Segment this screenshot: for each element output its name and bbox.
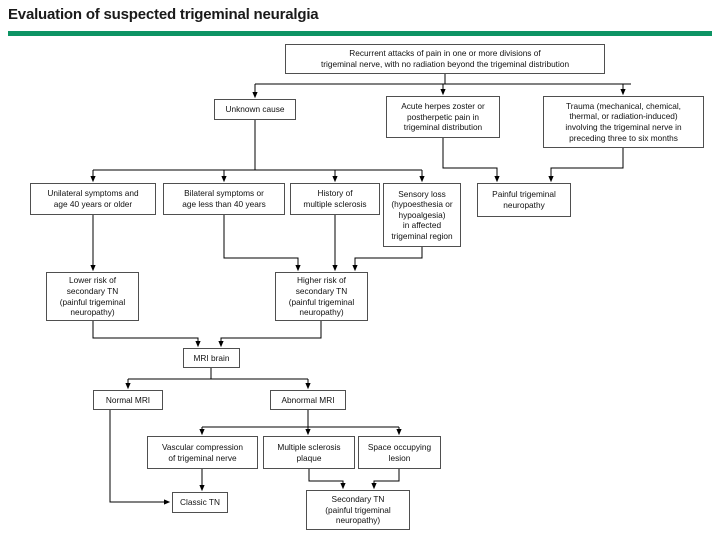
node-mri-brain: MRI brain <box>183 348 240 368</box>
node-lower-risk-secondary-tn: Lower risk of secondary TN (painful trig… <box>46 272 139 321</box>
title-underline-rule <box>8 31 712 36</box>
node-herpes-zoster: Acute herpes zoster or postherpetic pain… <box>386 96 500 138</box>
node-multiple-sclerosis-plaque: Multiple sclerosis plaque <box>263 436 355 469</box>
node-recurrent-attacks: Recurrent attacks of pain in one or more… <box>285 44 605 74</box>
page-title: Evaluation of suspected trigeminal neura… <box>8 6 319 23</box>
node-classic-tn: Classic TN <box>172 492 228 513</box>
node-history-multiple-sclerosis: History of multiple sclerosis <box>290 183 380 215</box>
node-higher-risk-secondary-tn: Higher risk of secondary TN (painful tri… <box>275 272 368 321</box>
node-secondary-tn: Secondary TN (painful trigeminal neuropa… <box>306 490 410 530</box>
node-sensory-loss: Sensory loss (hypoesthesia or hypoalgesi… <box>383 183 461 247</box>
node-bilateral-symptoms: Bilateral symptoms or age less than 40 y… <box>163 183 285 215</box>
node-trauma: Trauma (mechanical, chemical, thermal, o… <box>543 96 704 148</box>
node-vascular-compression: Vascular compression of trigeminal nerve <box>147 436 258 469</box>
node-unilateral-symptoms: Unilateral symptoms and age 40 years or … <box>30 183 156 215</box>
node-normal-mri: Normal MRI <box>93 390 163 410</box>
node-painful-trigeminal-neuropathy: Painful trigeminal neuropathy <box>477 183 571 217</box>
node-space-occupying-lesion: Space occupying lesion <box>358 436 441 469</box>
node-abnormal-mri: Abnormal MRI <box>270 390 346 410</box>
node-unknown-cause: Unknown cause <box>214 99 296 120</box>
